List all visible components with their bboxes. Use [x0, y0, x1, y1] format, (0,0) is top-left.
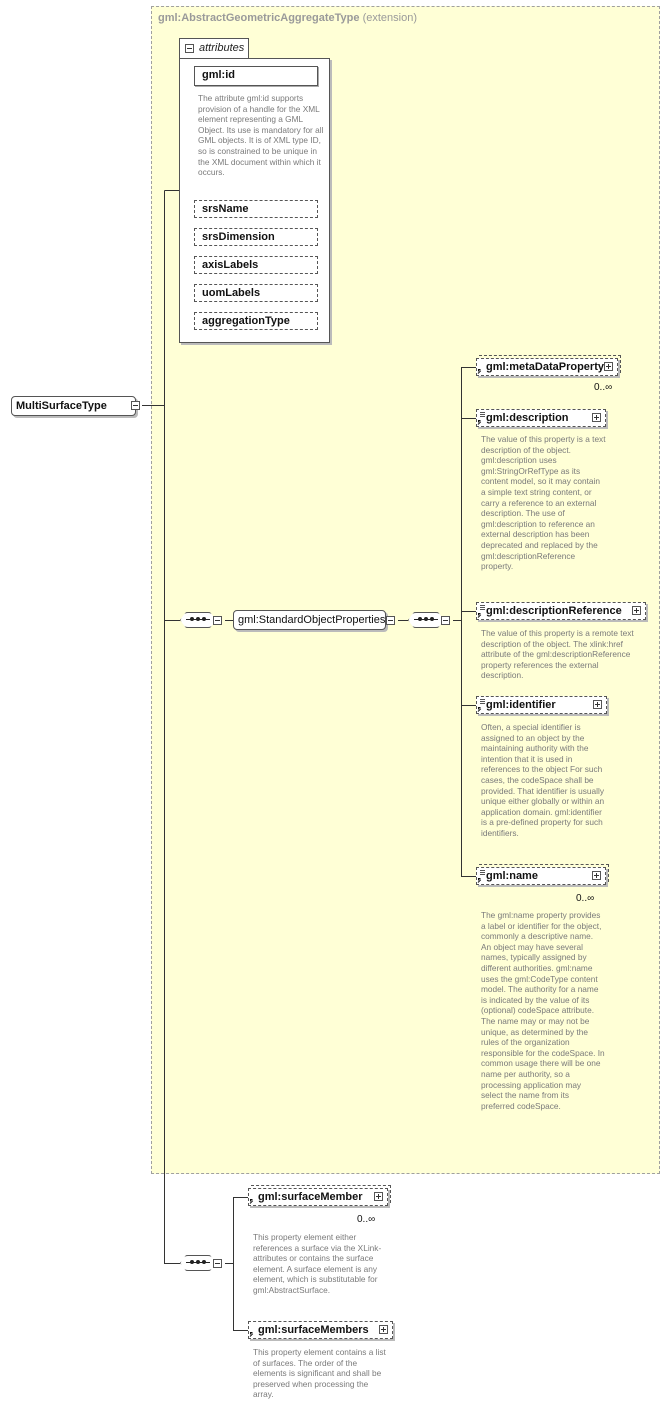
attribute-name: srsDimension [202, 231, 275, 243]
collapse-icon[interactable] [213, 1259, 222, 1268]
attribute-srsdimension[interactable]: srsDimension [194, 228, 318, 246]
expand-icon[interactable] [592, 871, 601, 880]
element-name: gml:name [486, 870, 538, 882]
root-type-box[interactable]: MultiSurfaceType [11, 396, 136, 416]
documentation-icon [480, 412, 485, 418]
element-surfacemember[interactable]: gml:surfaceMember [248, 1185, 391, 1206]
element-name: gml:metaDataProperty [486, 361, 604, 373]
sequence-dot [430, 617, 434, 621]
attribute-gml-id[interactable]: gml:id [194, 66, 318, 86]
reference-arrow-icon [250, 1332, 255, 1337]
expand-icon[interactable] [374, 1192, 383, 1201]
element-description[interactable]: gml:description [476, 409, 606, 427]
element-name: gml:identifier [486, 699, 556, 711]
sequence-dot [196, 1260, 200, 1264]
element-surfacemembers-text: This property element contains a list of… [253, 1347, 386, 1400]
element-surfacemember-text: This property element either references … [253, 1232, 382, 1295]
extension-title: gml:AbstractGeometricAggregateType (exte… [158, 12, 417, 24]
extension-type-name: gml:AbstractGeometricAggregateType [158, 12, 360, 24]
sequence-compositor[interactable] [408, 612, 444, 628]
element-name: gml:surfaceMembers [258, 1324, 369, 1336]
cardinality-label: 0..∞ [576, 893, 595, 904]
attributes-tab[interactable]: attributes [179, 38, 249, 59]
element-name: gml:descriptionReference [486, 605, 622, 617]
attribute-name: gml:id [202, 69, 235, 81]
expand-icon[interactable] [592, 413, 601, 422]
root-type-name: MultiSurfaceType [16, 400, 107, 412]
element-identifier-text: Often, a special identifier is assigned … [481, 722, 605, 838]
reference-arrow-icon [478, 369, 483, 374]
sequence-compositor[interactable] [180, 612, 216, 628]
expand-icon[interactable] [604, 362, 613, 371]
expand-icon[interactable] [632, 606, 641, 615]
collapse-icon[interactable] [131, 401, 140, 410]
attribute-name: axisLabels [202, 259, 259, 271]
collapse-icon[interactable] [441, 616, 450, 625]
element-name: gml:surfaceMember [258, 1191, 363, 1203]
element-identifier[interactable]: gml:identifier [476, 696, 607, 714]
extension-kind: (extension) [362, 12, 417, 24]
reference-arrow-icon [250, 1199, 255, 1204]
attribute-name: uomLabels [202, 287, 261, 299]
collapse-icon[interactable] [213, 616, 222, 625]
reference-arrow-icon [478, 420, 483, 425]
expand-icon[interactable] [379, 1325, 388, 1334]
element-metadataproperty[interactable]: gml:metaDataProperty [476, 355, 621, 376]
element-name: gml:description [486, 412, 569, 424]
sequence-dot [202, 617, 206, 621]
cardinality-label: 0..∞ [594, 382, 613, 393]
element-surfacemembers[interactable]: gml:surfaceMembers [248, 1321, 393, 1339]
documentation-icon [480, 699, 485, 705]
reference-arrow-icon [478, 878, 483, 883]
sequence-dot [190, 617, 194, 621]
element-descriptionreference[interactable]: gml:descriptionReference [476, 602, 646, 620]
collapse-icon[interactable] [386, 616, 395, 625]
sequence-dot [202, 1260, 206, 1264]
element-description-text: The value of this property is a text des… [481, 434, 606, 572]
element-name-text: The gml:name property provides a label o… [481, 910, 605, 1111]
attribute-srsname[interactable]: srsName [194, 200, 318, 218]
attribute-uomlabels[interactable]: uomLabels [194, 284, 318, 302]
attribute-gml-id-description: The attribute gml:id supports provision … [198, 93, 324, 178]
element-name-box[interactable]: gml:name [476, 864, 609, 885]
reference-arrow-icon [478, 707, 483, 712]
attribute-aggregationtype[interactable]: aggregationType [194, 312, 318, 330]
sequence-dot [190, 1260, 194, 1264]
reference-arrow-icon [478, 613, 483, 618]
group-name: gml:StandardObjectProperties [238, 614, 386, 626]
documentation-icon [480, 870, 485, 876]
collapse-icon[interactable] [185, 44, 194, 53]
cardinality-label: 0..∞ [357, 1214, 376, 1225]
attribute-name: srsName [202, 203, 249, 215]
sequence-dot [196, 617, 200, 621]
attribute-axislabels[interactable]: axisLabels [194, 256, 318, 274]
sequence-compositor[interactable] [180, 1255, 216, 1271]
attributes-tab-label: attributes [199, 42, 245, 54]
expand-icon[interactable] [593, 700, 602, 709]
sequence-dot [418, 617, 422, 621]
attribute-name: aggregationType [202, 315, 290, 327]
element-descriptionreference-text: The value of this property is a remote t… [481, 628, 634, 681]
group-standard-object-properties[interactable]: gml:StandardObjectProperties [233, 610, 386, 630]
sequence-dot [424, 617, 428, 621]
documentation-icon [480, 605, 485, 611]
